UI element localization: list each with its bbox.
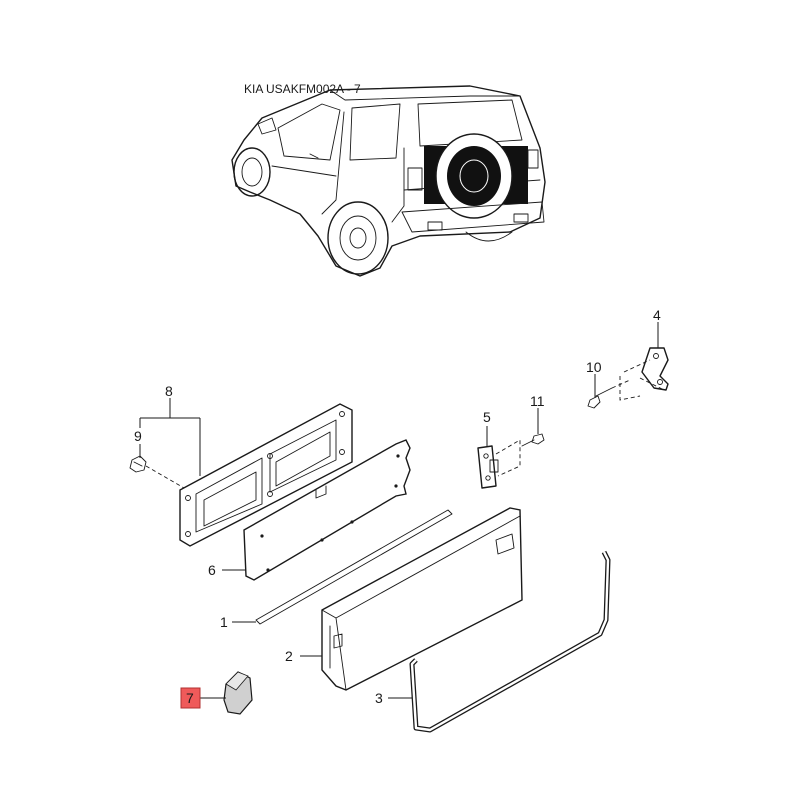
callout-label-11[interactable]: 11 <box>530 393 545 409</box>
tailgate-door-part <box>321 507 523 691</box>
callout-label-8[interactable]: 8 <box>165 383 173 399</box>
callout-label-1[interactable]: 1 <box>220 614 228 630</box>
hinge-bracket-part <box>619 347 669 401</box>
callout-label-2[interactable]: 2 <box>285 648 293 664</box>
callout-label-5[interactable]: 5 <box>483 409 491 425</box>
rod-strip-part <box>255 509 453 625</box>
inner-trim-panel <box>243 439 411 581</box>
diagram-code-label: KIA USAKFM002A - 7 <box>244 82 361 96</box>
callout-label-3[interactable]: 3 <box>375 690 383 706</box>
bolt-11-part <box>521 433 545 447</box>
callout-label-9[interactable]: 9 <box>134 428 142 444</box>
tailgate-frame-panel <box>179 403 353 547</box>
bolt-10-part <box>587 379 631 409</box>
door-seal-part <box>409 550 611 733</box>
spare-tire-icon <box>435 133 513 219</box>
vehicle-reference-illustration <box>231 85 546 277</box>
cap-plug-part <box>223 671 253 715</box>
highlighted-callout-box <box>180 687 201 709</box>
callout-label-4[interactable]: 4 <box>653 307 661 323</box>
callout-label-10[interactable]: 10 <box>586 359 602 375</box>
callout-label-6[interactable]: 6 <box>208 562 216 578</box>
callout-label-7[interactable]: 7 <box>186 690 194 706</box>
latch-striker-part <box>477 439 521 489</box>
clip-9-part <box>129 455 185 489</box>
